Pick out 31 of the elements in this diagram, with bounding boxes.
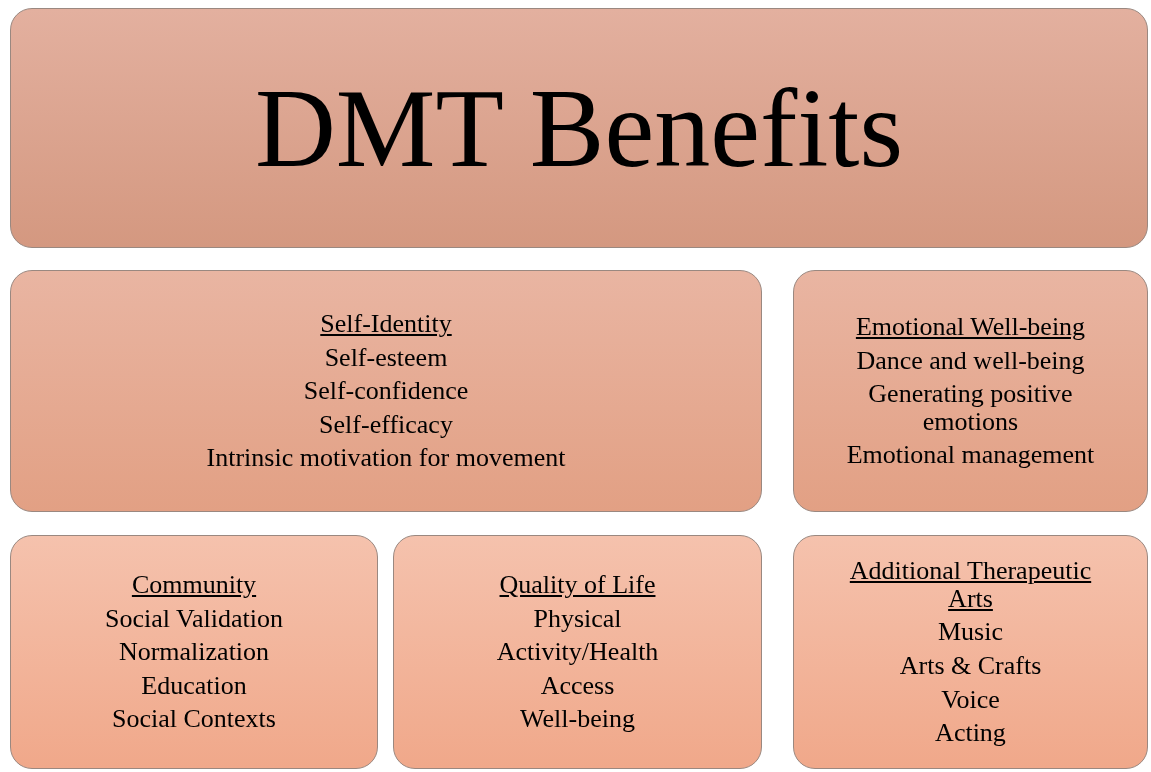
category-box xyxy=(793,270,1148,512)
category-box xyxy=(10,270,762,512)
benefit-item: Normalization xyxy=(118,638,270,666)
benefit-item: Education xyxy=(141,671,247,700)
category-heading: Quality of Life xyxy=(499,571,656,599)
category-heading: Self-Identity xyxy=(320,310,452,338)
benefit-item: Self-efficacy xyxy=(319,410,453,439)
category-heading: Emotional Well-being xyxy=(855,313,1086,341)
benefit-item: Intrinsic motivation for movement xyxy=(206,444,566,472)
benefit-item: Well-being xyxy=(520,705,635,733)
benefit-item: Activity/Health xyxy=(496,638,659,666)
category-heading: Community xyxy=(131,571,257,599)
benefit-item: Voice xyxy=(941,685,1000,714)
category-box xyxy=(793,535,1148,769)
benefit-item: Self-confidence xyxy=(303,377,469,405)
category-box xyxy=(393,535,762,769)
benefit-item: Music xyxy=(938,618,1003,646)
box-label: DMT Benefits xyxy=(254,72,904,184)
benefit-item: Access xyxy=(540,671,615,700)
benefit-item: Arts & Crafts xyxy=(899,652,1042,680)
benefit-item: Dance and well-being xyxy=(856,346,1085,375)
benefit-item: Acting xyxy=(935,719,1006,747)
benefit-item: Self-esteem xyxy=(324,343,448,372)
category-box xyxy=(10,535,378,769)
benefit-item: Emotional management xyxy=(846,441,1095,469)
benefit-item: Generating positive emotions xyxy=(867,380,1074,436)
title-box xyxy=(10,8,1148,248)
benefit-item: Physical xyxy=(533,604,622,633)
benefit-item: Social Contexts xyxy=(112,705,276,733)
category-heading: Additional Therapeutic Arts xyxy=(848,557,1093,613)
benefit-item: Social Validation xyxy=(105,604,283,633)
